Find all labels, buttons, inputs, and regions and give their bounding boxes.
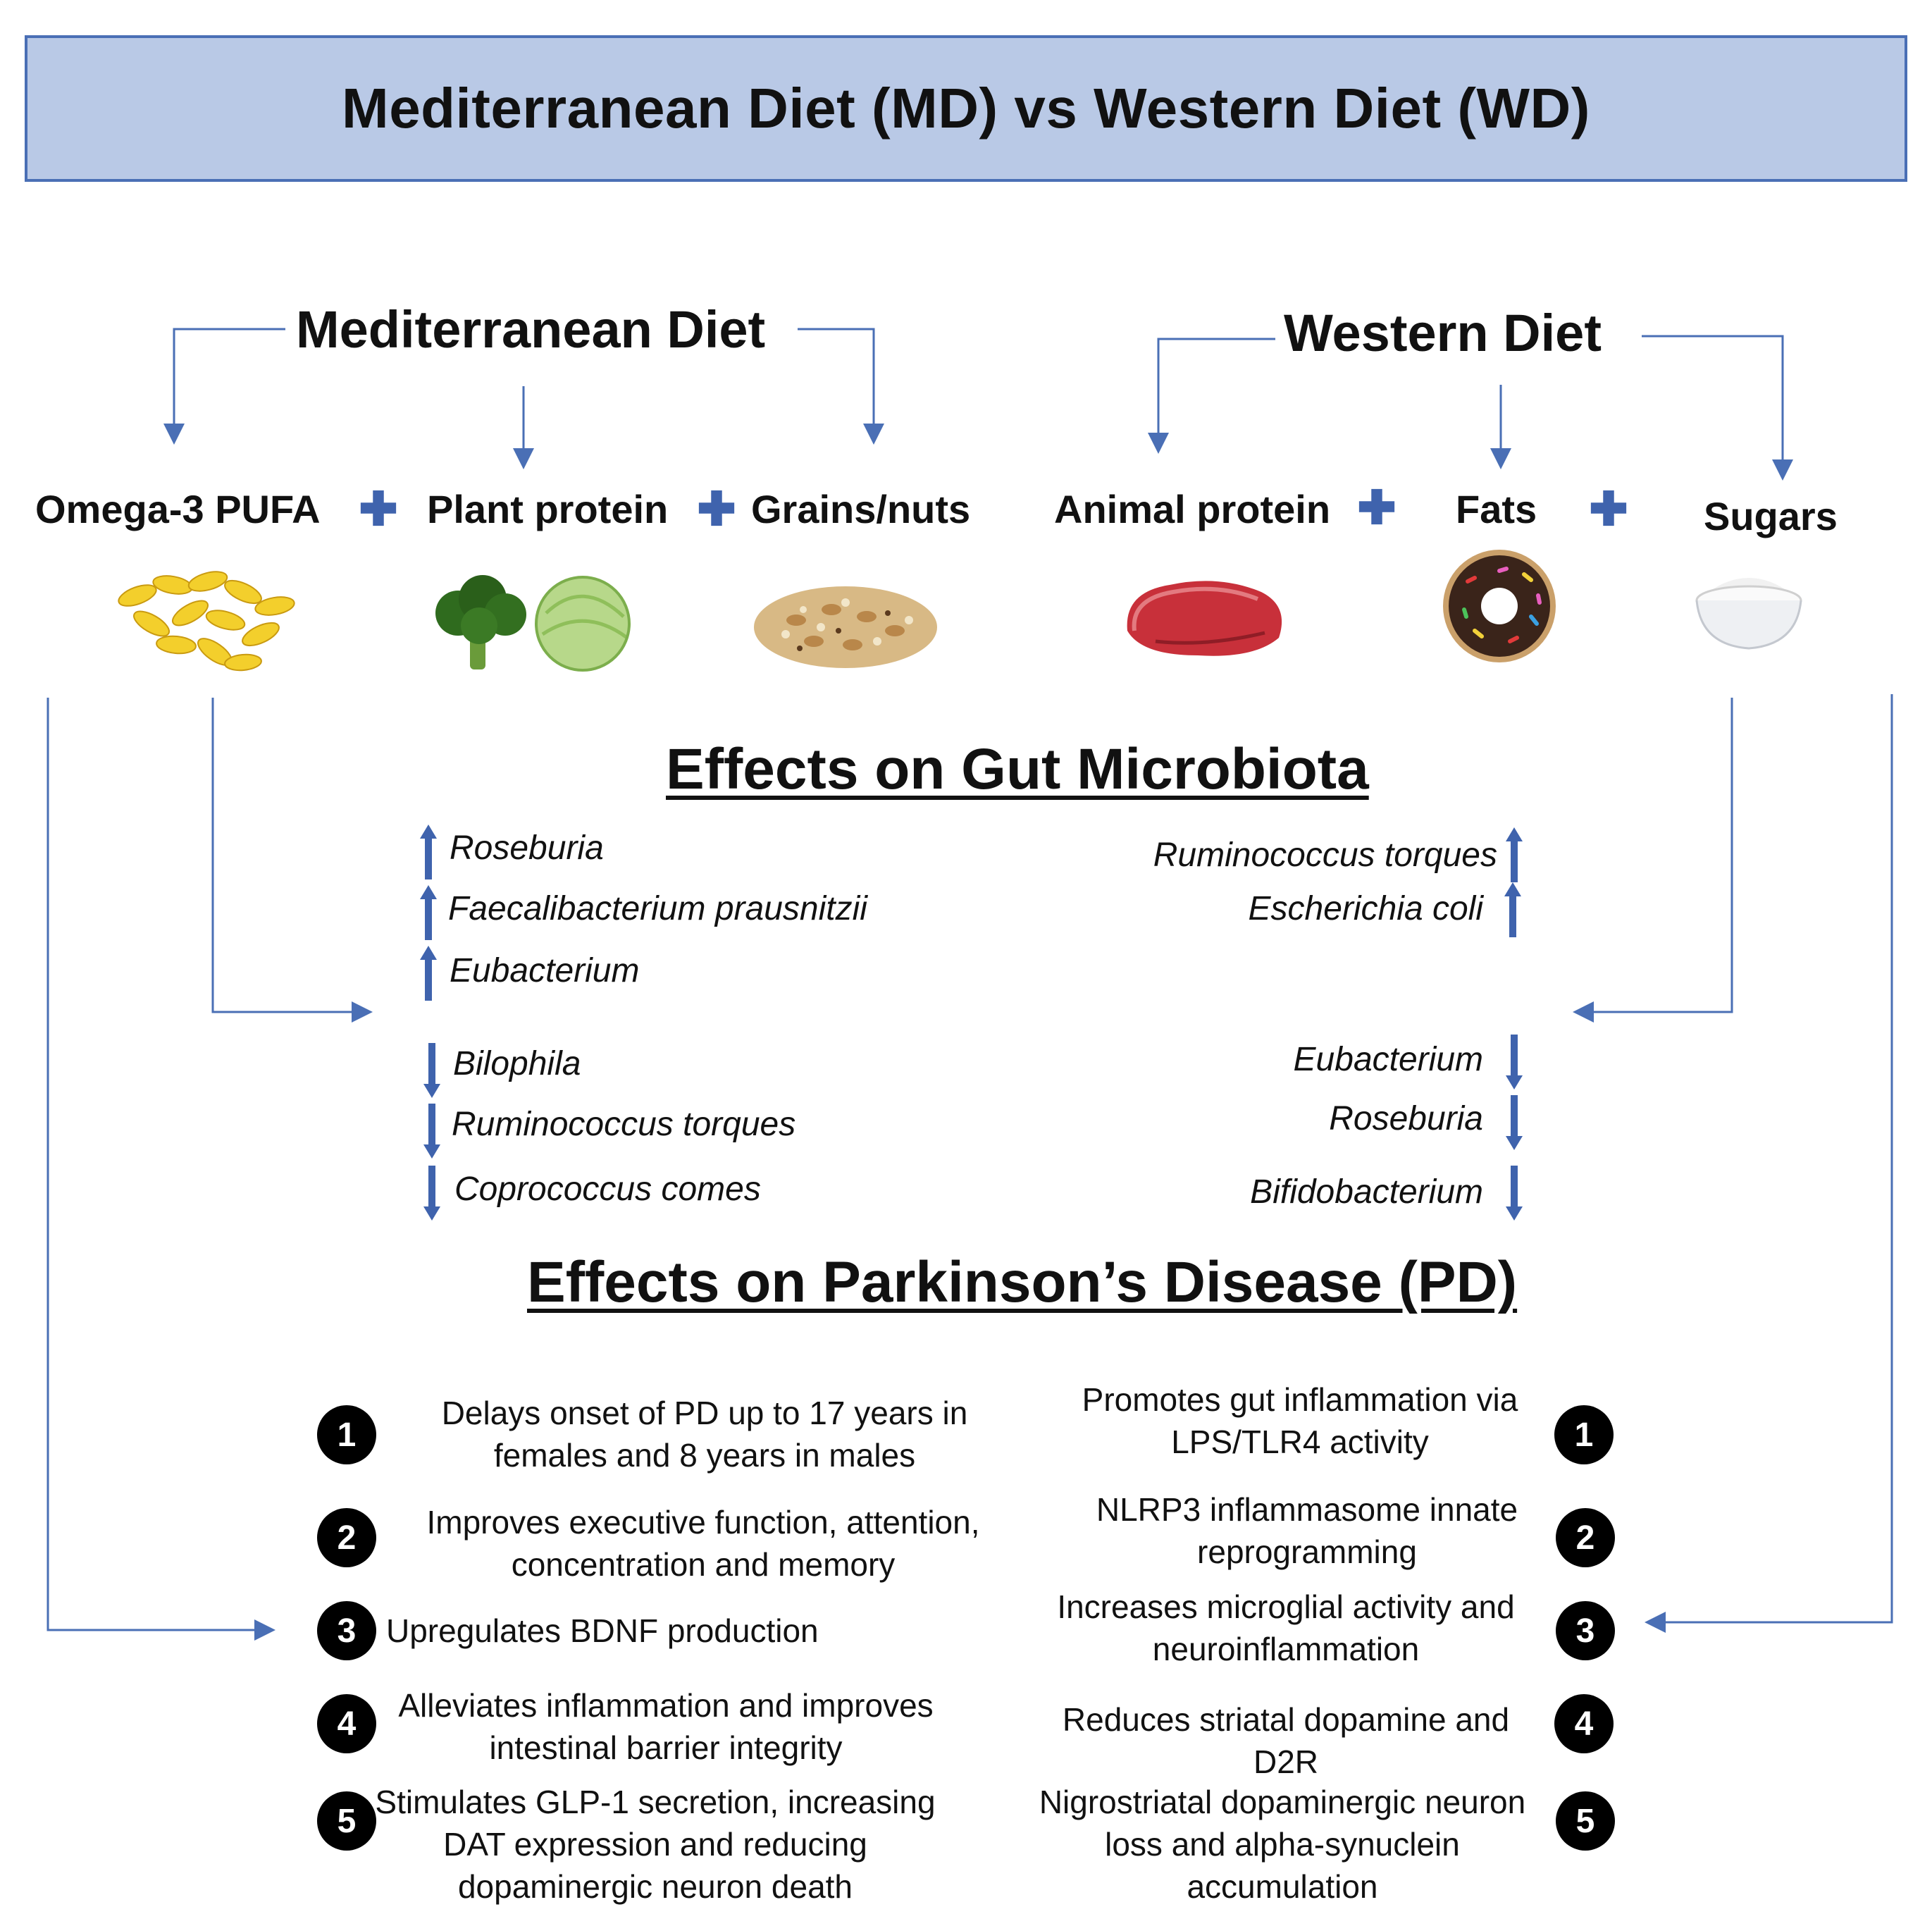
up-arrow-icon bbox=[420, 946, 437, 1001]
omega3-capsules-image bbox=[109, 564, 303, 677]
wd-pd-effect: Increases microglial activity and neuroi… bbox=[1057, 1588, 1515, 1667]
wd-pd-effect: Nigrostriatal dopaminergic neuron loss a… bbox=[1039, 1784, 1526, 1905]
number-badge: 3 bbox=[317, 1601, 376, 1660]
food-label-fats: Fats bbox=[1456, 487, 1537, 531]
number-badge: 4 bbox=[317, 1694, 376, 1753]
grains-nuts-image bbox=[747, 571, 944, 677]
wd-pd-effect: NLRP3 inflammasome innate reprogramming bbox=[1096, 1491, 1518, 1570]
number-badge: 3 bbox=[1556, 1601, 1615, 1660]
broccoli-cabbage-image bbox=[426, 564, 638, 677]
down-arrow-icon bbox=[1506, 1166, 1523, 1221]
microbe-md-down: Ruminococcus torques bbox=[452, 1106, 796, 1143]
plus-icon bbox=[1590, 490, 1627, 526]
up-arrow-icon bbox=[1504, 882, 1521, 937]
down-arrow-icon bbox=[1506, 1095, 1523, 1150]
number-badge: 2 bbox=[317, 1508, 376, 1567]
food-label-sugars: Sugars bbox=[1704, 494, 1838, 538]
pd-title: Effects on Parkinson’s Disease (PD) bbox=[527, 1250, 1518, 1314]
page-title: Mediterranean Diet (MD) vs Western Diet … bbox=[342, 77, 1590, 140]
md-pd-effect: Improves executive function, attention, … bbox=[426, 1504, 980, 1583]
microbe-wd-down: Eubacterium bbox=[1293, 1041, 1483, 1078]
md-pd-effect: Stimulates GLP-1 secretion, increasing D… bbox=[375, 1784, 936, 1905]
wd-pd-effect: Promotes gut inflammation via LPS/TLR4 a… bbox=[1082, 1381, 1518, 1460]
up-arrow-icon bbox=[420, 885, 437, 940]
microbe-md-up: Roseburia bbox=[450, 829, 604, 867]
food-label-omega3: Omega-3 PUFA bbox=[35, 487, 321, 531]
up-arrow-icon bbox=[1506, 827, 1523, 882]
microbe-wd-down: Bifidobacterium bbox=[1250, 1173, 1483, 1211]
microbe-wd-up: Escherichia coli bbox=[1248, 890, 1483, 927]
number-badge: 1 bbox=[317, 1405, 376, 1464]
md-pd-effect: Alleviates inflammation and improves int… bbox=[398, 1687, 934, 1766]
md-pd-effect: Delays onset of PD up to 17 years in fem… bbox=[441, 1395, 968, 1474]
down-arrow-icon bbox=[423, 1166, 440, 1221]
donut-image bbox=[1439, 546, 1559, 666]
number-badge: 5 bbox=[317, 1791, 376, 1851]
microbe-md-up: Faecalibacterium prausnitzii bbox=[448, 890, 867, 927]
up-arrow-icon bbox=[420, 825, 437, 879]
food-label-grains-nuts: Grains/nuts bbox=[751, 487, 971, 531]
down-arrow-icon bbox=[423, 1043, 440, 1098]
gut-microbiota-title: Effects on Gut Microbiota bbox=[666, 737, 1369, 801]
microbe-wd-down: Roseburia bbox=[1329, 1100, 1483, 1137]
sugar-bowl-image bbox=[1685, 550, 1812, 662]
number-badge: 4 bbox=[1554, 1694, 1614, 1753]
microbe-md-down: Coprococcus comes bbox=[454, 1171, 761, 1208]
microbe-wd-up: Ruminococcus torques bbox=[1153, 837, 1497, 874]
md-pd-effect: Upregulates BDNF production bbox=[386, 1612, 819, 1649]
microbe-md-down: Bilophila bbox=[453, 1045, 581, 1082]
down-arrow-icon bbox=[1506, 1035, 1523, 1089]
plus-icon bbox=[698, 490, 735, 526]
title-banner: Mediterranean Diet (MD) vs Western Diet … bbox=[25, 35, 1907, 182]
plus-icon bbox=[360, 490, 397, 526]
number-badge: 1 bbox=[1554, 1405, 1614, 1464]
down-arrow-icon bbox=[423, 1104, 440, 1159]
wd-title: Western Diet bbox=[1284, 304, 1602, 362]
plus-icon bbox=[1358, 488, 1395, 525]
red-meat-image bbox=[1113, 564, 1296, 669]
microbe-md-up: Eubacterium bbox=[450, 952, 640, 989]
md-title: Mediterranean Diet bbox=[296, 300, 766, 359]
food-label-plant-protein: Plant protein bbox=[427, 487, 669, 531]
number-badge: 2 bbox=[1556, 1508, 1615, 1567]
wd-pd-effect: Reduces striatal dopamine and D2R bbox=[1062, 1701, 1510, 1780]
food-label-animal-protein: Animal protein bbox=[1054, 487, 1331, 531]
number-badge: 5 bbox=[1556, 1791, 1615, 1851]
